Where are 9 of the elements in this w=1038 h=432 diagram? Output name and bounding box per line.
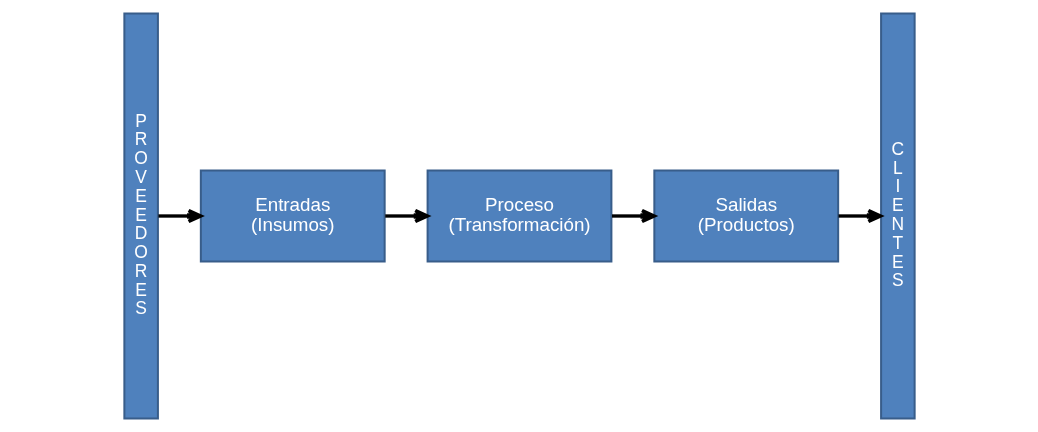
arrow	[611, 208, 656, 224]
node-box: PROVEEDORES	[122, 12, 159, 420]
arrow	[157, 208, 202, 224]
node-box: Entradas (Insumos)	[199, 169, 386, 263]
arrow	[838, 208, 882, 224]
node-box: Proceso (Transformación)	[426, 169, 612, 263]
arrow	[384, 208, 429, 224]
node-box: CLIENTES	[879, 12, 916, 420]
node-box: Salidas (Productos)	[652, 169, 839, 263]
